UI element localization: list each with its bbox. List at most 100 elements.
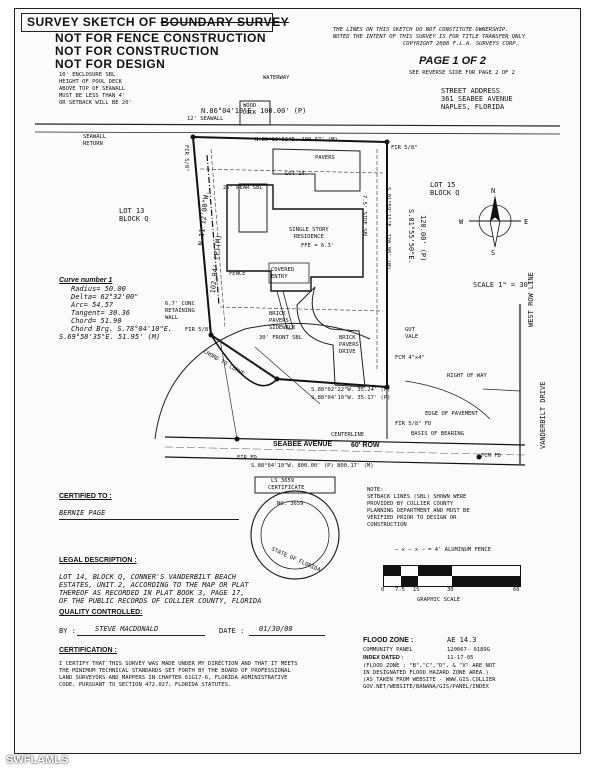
curve-extra: S.69°58'35"E. 51.95' (M) (59, 333, 161, 341)
fcm-marker-label: FCM FD (481, 453, 501, 459)
drive-label: BRICK PAVERS DRIVE (339, 335, 359, 355)
flood-note-line: GOV.NET/WEBSITE/BANANA/GIS/PANEL/INDEX (363, 684, 489, 690)
reverse-note: SEE REVERSE SIDE FOR PAGE 2 OF 2 (409, 70, 515, 76)
scale-tick: 15 (413, 587, 420, 593)
lot15-label: LOT 15 BLOCK Q (430, 181, 460, 197)
watermark-logo: SWFLAMLS (6, 754, 69, 766)
curve-row: Arc= 54.57 (71, 301, 114, 309)
certification-text: I CERTIFY THAT THIS SURVEY WAS MADE UNDE… (59, 661, 297, 689)
retaining-wall-label: 6.7' CONC RETAINING WALL (165, 301, 195, 321)
index-dated-label: INDEX DATED : (363, 655, 404, 661)
survey-sheet: SURVEY SKETCH OF BOUNDARY SURVEY NOT FOR… (14, 8, 581, 754)
title-box (21, 13, 273, 32)
front-bearing-plat: S.88°04'10"W. 35.17' (P) (311, 395, 391, 401)
fir-marker-label: FIR 5/8" (391, 145, 418, 151)
side-sbl-label: 7.5' SIDE SBL (361, 195, 367, 239)
residence-label: SINGLE STORY RESIDENCE (289, 227, 329, 240)
curve-row: Chord= 51.90 (71, 317, 122, 325)
enclosure-line: OR SETBACK WILL BE 20' (59, 100, 132, 106)
fir-marker-label: FIR 5/8" (185, 327, 212, 333)
quality-by-value: STEVE MACDONALD (95, 625, 159, 633)
certified-name: BERNIE PAGE (59, 509, 106, 517)
legal-label: LEGAL DESCRIPTION : (59, 557, 137, 564)
not-design-label: NOT FOR DESIGN (55, 57, 166, 71)
fcm-marker-label: FCM 4"x4" (395, 355, 425, 361)
copyright-line: COPYRIGHT 2008 F.L.A. SURVEYS CORP. (403, 41, 519, 47)
note-line: PROVIDED BY COLLIER COUNTY (367, 501, 454, 507)
lot14-label: LOT 14 (285, 171, 305, 177)
scale-tick: 0 (381, 587, 385, 593)
flood-note-line: (FLOOD ZONE : "B","C","D", & "X" ARE NOT (363, 663, 496, 669)
flood-note-line: (AS TAKEN FROM WEBSITE - WWW.GIS.COLLIER (363, 677, 496, 683)
quality-date-value: 01/30/08 (259, 625, 293, 633)
legal-description: LOT 14, BLOCK Q, CONNER'S VANDERBILT BEA… (59, 573, 261, 605)
enclosure-line: MUST BE LESS THAN 4' (59, 93, 126, 99)
lot15-name: LOT 15 (430, 181, 456, 189)
enclosure-line: HEIGHT OF POOL DECK (59, 79, 122, 85)
wood-dock-label: WOOD DOCK (243, 103, 257, 116)
certification-label: CERTIFICATION : (59, 647, 117, 654)
not-construction-label: NOT FOR CONSTRUCTION (55, 44, 219, 58)
title-suffix: BOUNDARY SURVEY (160, 15, 290, 29)
basis-bearing-label: BASIS OF BEARING (411, 431, 464, 437)
svg-text:N: N (491, 187, 495, 195)
street-address: STREET ADDRESS 361 SEABEE AVENUE NAPLES,… (441, 87, 513, 111)
centerline-label: CENTERLINE (331, 432, 365, 438)
quality-by-label: BY : (59, 627, 76, 635)
north-arrow-icon: N S W E (459, 187, 528, 257)
right-of-way-label: RIGHT OF WAY (447, 373, 487, 379)
setback-note: NOTE: SETBACK LINES (SBL) SHOWN WERE PRO… (367, 487, 470, 529)
legal-line: THEREOF AS RECORDED IN PLAT BOOK 3, PAGE… (59, 589, 245, 597)
fence-legend: — x — x — = 4' ALUMINUM FENCE (395, 547, 491, 554)
index-dated-value: 11-17-05 (447, 655, 474, 661)
rear-bearing: N.86°13'52"E. 100.67' (M) (255, 137, 338, 143)
scale-tick: 60 (513, 587, 520, 593)
pavers-label: PAVERS (315, 155, 335, 161)
scale-tick: 7.5 (395, 587, 405, 593)
waterway-label: WATERWAY (263, 75, 290, 81)
certification-line: THE MINIMUM TECHNICAL STANDARDS SET FORT… (59, 668, 291, 674)
scale-tick: 30 (447, 587, 454, 593)
note-line: CONSTRUCTION (367, 522, 407, 528)
front-bearing-measured: S.88°02'22"W. 35.24' (M) (311, 387, 391, 393)
seawall-return-label: SEAWALL RETURN (83, 134, 107, 147)
flood-zone-label: FLOOD ZONE : (363, 637, 414, 644)
note-label: NOTE: (367, 487, 384, 493)
lot13-block: BLOCK Q (119, 215, 149, 223)
right-distance: 120.00' (P) (419, 215, 427, 262)
lot13-name: LOT 13 (119, 207, 145, 215)
curve-row: Chord Brg. S.78°04'10"E. (71, 325, 173, 333)
note-line: SETBACK LINES (SBL) SHOWN WERE (367, 494, 467, 500)
fence-legend-symbol: — x — x — (395, 547, 425, 553)
fir-marker-label: FIR 5/8" FD (395, 421, 432, 427)
vanderbilt-drive-label: VANDERBILT DRIVE (539, 381, 547, 449)
quality-label: QUALITY CONTROLLED: (59, 609, 143, 616)
address-label: STREET ADDRESS (441, 87, 501, 95)
graphic-scale-bar (383, 565, 521, 587)
certified-label: CERTIFIED TO : (59, 493, 112, 500)
lot15-block: BLOCK Q (430, 189, 460, 197)
note-line: THE LINES ON THIS SKETCH DO NOT CONSTITU… (333, 27, 509, 33)
seal-top: LS 3659 (271, 478, 295, 484)
quality-date-label: DATE : (219, 627, 245, 635)
enclosure-line: ABOVE TOP OF SEAWALL (59, 86, 126, 92)
top-bearing: N.86°04'10"E. 100.00' (P) (201, 107, 307, 115)
lot13-label: LOT 13 BLOCK Q (119, 207, 149, 223)
right-bearing: S.01°55'50"E. (407, 209, 415, 264)
fence-legend-text: = 4' ALUMINUM FENCE (428, 547, 492, 553)
street-width: 60' ROW (351, 442, 380, 449)
community-panel-label: COMMUNITY PANEL (363, 647, 413, 653)
address-line2: NAPLES, FLORIDA (441, 103, 505, 111)
ownership-note: THE LINES ON THIS SKETCH DO NOT CONSTITU… (333, 27, 525, 48)
survey-title: SURVEY SKETCH OF BOUNDARY SURVEY (27, 15, 289, 29)
seawall-label: 12' SEAWALL (187, 116, 224, 122)
curve-row: Radius= 50.00 (71, 285, 126, 293)
flood-note-line: IN DESIGNATED FLOOD HAZARD ZONE AREA.) (363, 670, 489, 676)
fence-label: FENCE (229, 271, 246, 277)
gut-vale-label: GUT VALE (405, 327, 419, 340)
seal-number: NO. 3659 (277, 501, 304, 507)
right-measured: S.01°59'11"E. 120.98' (M) (385, 187, 391, 270)
community-panel-value: 120067- 0189G (447, 647, 491, 653)
front-sbl-label: 30' FRONT SBL (259, 335, 303, 341)
note-line: PLANNING DEPARTMENT AND MUST BE (367, 508, 470, 514)
